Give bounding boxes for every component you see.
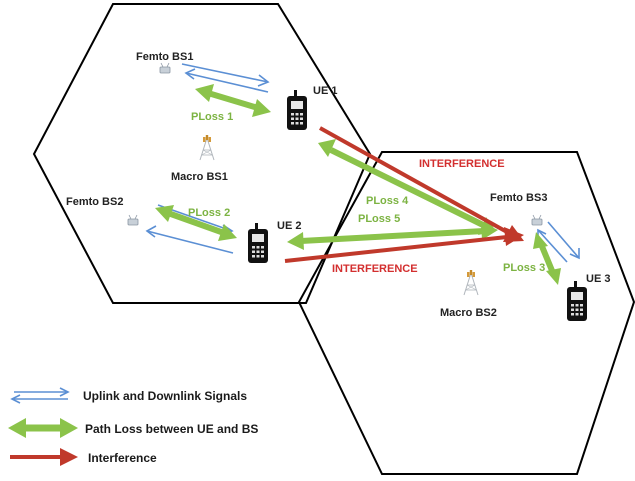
femto-bs3-label: Femto BS3 (490, 192, 547, 204)
femto-bs2-icon (127, 214, 139, 226)
legend-interference-icon (10, 448, 78, 466)
cell-1-hexagon (32, 3, 372, 304)
ue2-phone-icon (248, 223, 268, 263)
interference-label-2: INTERFERENCE (332, 263, 418, 275)
legend-uplink-downlink-label: Uplink and Downlink Signals (83, 389, 247, 403)
ue3-label: UE 3 (586, 273, 610, 285)
ue3-phone-icon (567, 281, 587, 321)
femto-bs1-label: Femto BS1 (136, 51, 193, 63)
interference-label-1: INTERFERENCE (419, 158, 505, 170)
femto-bs1-icon (159, 62, 171, 74)
macro-bs2-label: Macro BS2 (440, 307, 497, 319)
interference-arrows (284, 126, 524, 263)
legend-interference-label: Interference (88, 451, 157, 465)
femto-bs3-icon (531, 214, 543, 226)
ploss-4-label: PLoss 4 (366, 195, 409, 207)
path-loss-arrows (155, 84, 561, 285)
ue2-label: UE 2 (277, 220, 301, 232)
cell-2-hexagon (297, 151, 635, 475)
ue1-phone-icon (287, 90, 307, 130)
femto-bs2-label: Femto BS2 (66, 196, 123, 208)
legend: Uplink and Downlink Signals Path Loss be… (8, 387, 258, 466)
ploss-2-label: PLoss 2 (188, 207, 230, 219)
legend-uplink-downlink-icon (10, 387, 70, 404)
macro-bs1-tower-icon (199, 134, 215, 161)
ploss-1-label: PLoss 1 (191, 111, 233, 123)
macro-bs2-tower-icon (463, 269, 479, 296)
uplink-downlink-femto1-ue1 (181, 63, 270, 93)
legend-path-loss-label: Path Loss between UE and BS (85, 422, 258, 436)
ploss-3-label: PLoss 3 (503, 262, 545, 274)
ue1-label: UE 1 (313, 85, 337, 97)
legend-path-loss-icon (8, 418, 78, 438)
macro-bs1-label: Macro BS1 (171, 171, 228, 183)
ploss-5-label: PLoss 5 (358, 213, 400, 225)
